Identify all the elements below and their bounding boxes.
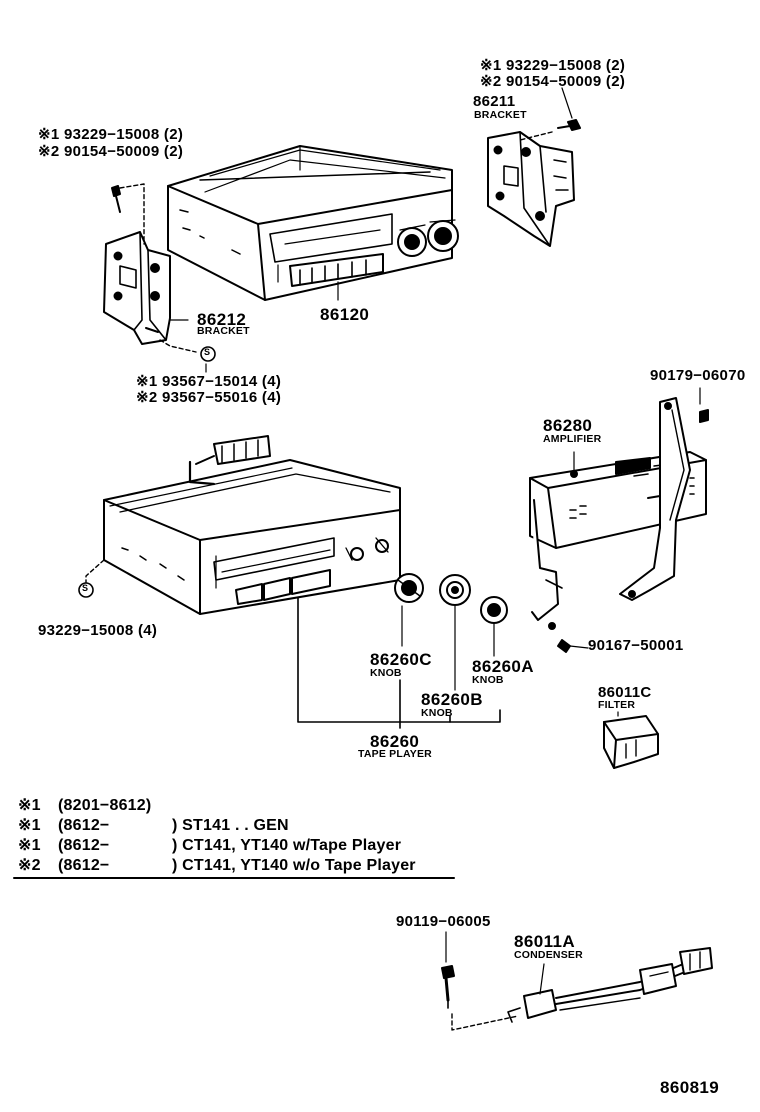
knob-c-name: KNOB: [370, 667, 402, 679]
legend-desc-4: ) CT141, YT140 w/o Tape Player: [172, 857, 416, 874]
tape-player-unit: [78, 435, 401, 615]
tape-player-name: TAPE PLAYER: [358, 748, 432, 760]
right-bracket: [487, 87, 581, 247]
tape-player-number: 86260: [370, 732, 420, 751]
amp-screw-label: 90167−50001: [588, 637, 684, 654]
condenser-unit: [441, 947, 713, 1031]
legend-code-2: (8612−: [58, 817, 110, 834]
filter-name: FILTER: [598, 699, 636, 711]
legend-desc-2: ) ST141 . . GEN: [172, 817, 289, 834]
s-marker-left: S: [204, 347, 211, 357]
left-screw-2-label: ※2 90154−50009 (2): [38, 143, 184, 160]
condenser-bolt-label: 90119−06005: [396, 913, 491, 930]
left-bracket: [103, 183, 216, 362]
knob-a-number: 86260A: [472, 657, 534, 676]
right-screw-1-label: ※1 93229−15008 (2): [480, 57, 626, 74]
bracket-right-name: BRACKET: [474, 109, 527, 121]
knobs: [394, 573, 508, 691]
radio-number: 86120: [320, 305, 370, 324]
legend-mark-1: ※1: [18, 797, 41, 814]
bracket-left-number: 86212: [197, 310, 247, 329]
knob-b-number: 86260B: [421, 690, 483, 709]
condenser-name: CONDENSER: [514, 949, 583, 961]
legend-mark-2: ※1: [18, 817, 41, 834]
condenser-number: 86011A: [514, 932, 576, 951]
left-nut-2-label: ※2 93567−55016 (4): [136, 389, 282, 406]
left-nut-1-label: ※1 93567−15014 (4): [136, 373, 282, 390]
legend-mark-4: ※2: [18, 857, 41, 874]
right-screw-2-label: ※2 90154−50009 (2): [480, 73, 626, 90]
filter-number: 86011C: [598, 684, 652, 701]
filter-unit: [603, 715, 659, 769]
bracket-left-name: BRACKET: [197, 325, 250, 337]
legend-code-1: (8201−8612): [58, 797, 152, 814]
diagram-id: 860819: [660, 1078, 720, 1097]
amplifier-number: 86280: [543, 416, 593, 435]
legend-code-3: (8612−: [58, 837, 110, 854]
left-screw-1-label: ※1 93229−15008 (2): [38, 126, 184, 143]
amplifier-unit: [529, 397, 709, 653]
knob-b-name: KNOB: [421, 707, 453, 719]
legend-code-4: (8612−: [58, 857, 110, 874]
amp-nut-label: 90179−06070: [650, 367, 746, 384]
radio-unit: [167, 145, 459, 301]
tape-screw-label: 93229−15008 (4): [38, 622, 158, 639]
knob-c-number: 86260C: [370, 650, 432, 669]
legend-desc-3: ) CT141, YT140 w/Tape Player: [172, 837, 402, 854]
legend-mark-3: ※1: [18, 837, 41, 854]
amplifier-name: AMPLIFIER: [543, 433, 602, 445]
knob-a-name: KNOB: [472, 674, 504, 686]
tape-group-brace: [297, 597, 501, 729]
bracket-right-number: 86211: [473, 93, 516, 110]
s-marker-tape: S: [82, 583, 89, 593]
